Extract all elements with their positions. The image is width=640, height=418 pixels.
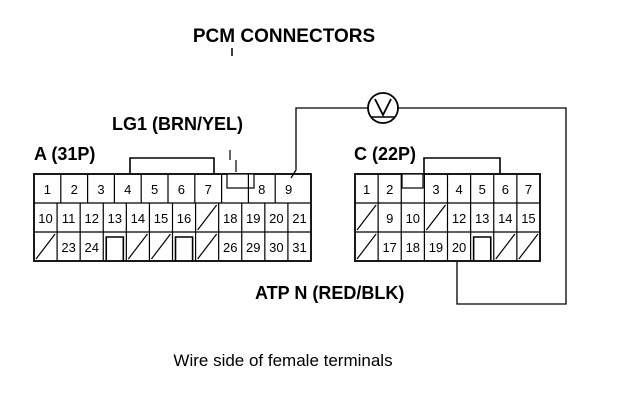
connector-c-key-slot xyxy=(472,236,492,261)
connector-a-empty-cavity xyxy=(197,233,218,260)
wire-label-atp: ATP N (RED/BLK) xyxy=(255,283,404,303)
connector-c-terminal: 17 xyxy=(382,240,396,255)
connector-a-terminal: 3 xyxy=(97,182,104,197)
connector-a-terminal: 4 xyxy=(124,182,131,197)
connector-a-empty-cavity xyxy=(150,233,171,260)
connector-c-terminal: 14 xyxy=(498,211,512,226)
connector-c-terminal: 12 xyxy=(452,211,466,226)
connector-a-terminal: 5 xyxy=(151,182,158,197)
connector-a-empty-cavity xyxy=(197,204,218,231)
connector-a-terminal: 11 xyxy=(62,211,76,226)
connector-c-terminal: 4 xyxy=(455,182,462,197)
connector-a-terminal: 20 xyxy=(269,211,283,226)
connector-a-terminal: 2 xyxy=(71,182,78,197)
connector-c-terminal: 2 xyxy=(386,182,393,197)
connector-a-key-slot xyxy=(105,236,125,261)
connector-a-terminal: 6 xyxy=(178,182,185,197)
probe-wire-atp xyxy=(398,107,567,305)
connector-a-terminal: 24 xyxy=(84,240,98,255)
connector-c-empty-cavity xyxy=(518,233,539,260)
voltmeter-icon xyxy=(367,92,399,124)
connector-a-terminal: 1 xyxy=(44,182,51,197)
wire-label-lg1: LG1 (BRN/YEL) xyxy=(112,114,243,134)
connector-c-empty-cavity xyxy=(425,204,446,231)
connector-a-terminal: 18 xyxy=(223,211,237,226)
diagram-title: PCM CONNECTORS xyxy=(193,26,375,47)
connector-a-terminal: 23 xyxy=(61,240,75,255)
connector-c-terminal: 20 xyxy=(452,240,466,255)
connector-c-terminal: 19 xyxy=(429,240,443,255)
connector-a-terminal: 30 xyxy=(269,240,283,255)
connector-a-terminal: 13 xyxy=(108,211,122,226)
connector-c-terminal: 9 xyxy=(386,211,393,226)
connector-c-terminal: 6 xyxy=(502,182,509,197)
connector-c-terminal: 5 xyxy=(479,182,486,197)
connector-a-terminal: 14 xyxy=(131,211,145,226)
connector-a-label: A (31P) xyxy=(34,144,95,164)
connector-c-terminal: 10 xyxy=(406,211,420,226)
connector-c-terminal: 7 xyxy=(525,182,532,197)
connector-c-terminal: 1 xyxy=(363,182,370,197)
connector-c-empty-cavity xyxy=(356,204,377,231)
connector-c-terminal: 3 xyxy=(432,182,439,197)
connector-a-terminal: 10 xyxy=(38,211,52,226)
connector-a-terminal: 31 xyxy=(292,240,306,255)
connector-c-terminal: 15 xyxy=(521,211,535,226)
connector-c-terminal: 18 xyxy=(406,240,420,255)
connector-c-terminal: 13 xyxy=(475,211,489,226)
connector-a-empty-cavity xyxy=(127,233,148,260)
connector-a-terminal: 16 xyxy=(177,211,191,226)
connector-a-terminal: 12 xyxy=(84,211,98,226)
probe-wire-lg1 xyxy=(290,107,368,179)
connector-a-key-slot xyxy=(174,236,194,261)
connector-c-empty-cavity xyxy=(495,233,516,260)
diagram-caption: Wire side of female terminals xyxy=(173,351,392,370)
connector-a-terminal: 9 xyxy=(285,182,292,197)
connector-a-terminal: 29 xyxy=(246,240,260,255)
connector-a-terminal: 8 xyxy=(258,182,265,197)
connector-a-terminal: 26 xyxy=(223,240,237,255)
connector-a-terminal: 7 xyxy=(205,182,212,197)
connector-c-empty-cavity xyxy=(356,233,377,260)
connector-a-empty-cavity xyxy=(35,233,56,260)
connector-a-terminal: 19 xyxy=(246,211,260,226)
connector-a-terminal: 15 xyxy=(154,211,168,226)
connector-c-label: C (22P) xyxy=(354,144,416,164)
connector-a-terminal: 21 xyxy=(292,211,306,226)
